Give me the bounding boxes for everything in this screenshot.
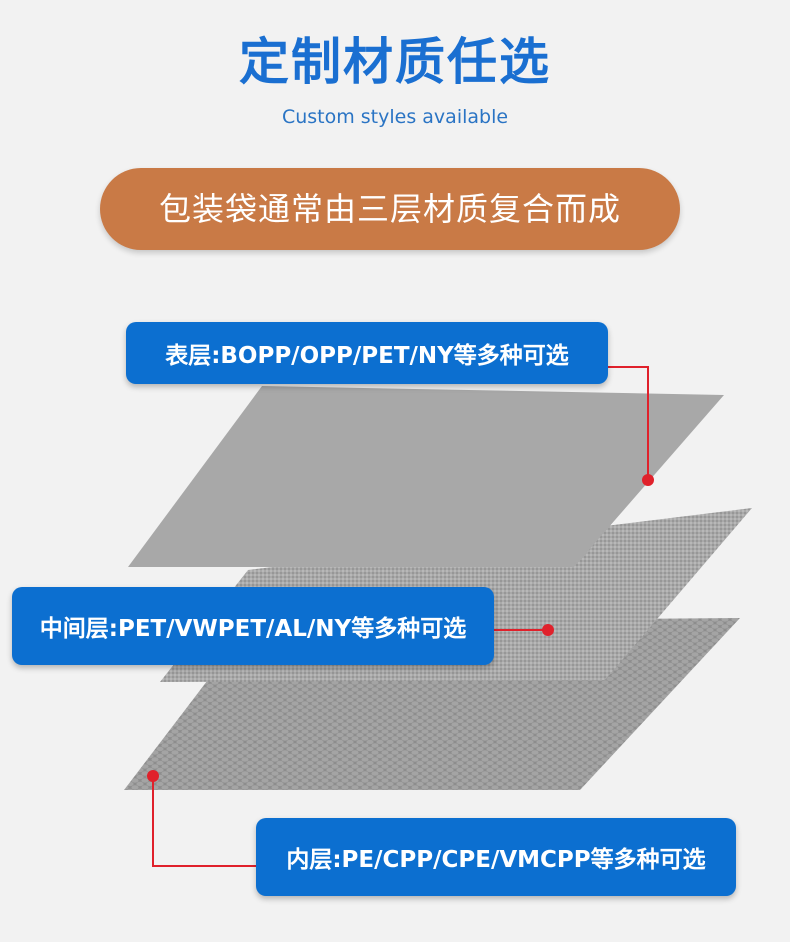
surface-layer-sheet (128, 386, 724, 567)
surface-connector-line (606, 366, 649, 480)
inner-connector-dot (147, 770, 159, 782)
composition-banner: 包装袋通常由三层材质复合而成 (100, 168, 680, 250)
middle-layer-label: 中间层:PET/VWPET/AL/NY等多种可选 (12, 587, 494, 665)
page-title: 定制材质任选 (239, 33, 551, 91)
surface-layer-label: 表层:BOPP/OPP/PET/NY等多种可选 (126, 322, 608, 384)
surface-connector-dot (642, 474, 654, 486)
page-subtitle: Custom styles available (281, 106, 509, 128)
inner-layer-label: 内层:PE/CPP/CPE/VMCPP等多种可选 (256, 818, 736, 896)
middle-connector-dot (542, 624, 554, 636)
inner-connector-line (152, 776, 258, 867)
